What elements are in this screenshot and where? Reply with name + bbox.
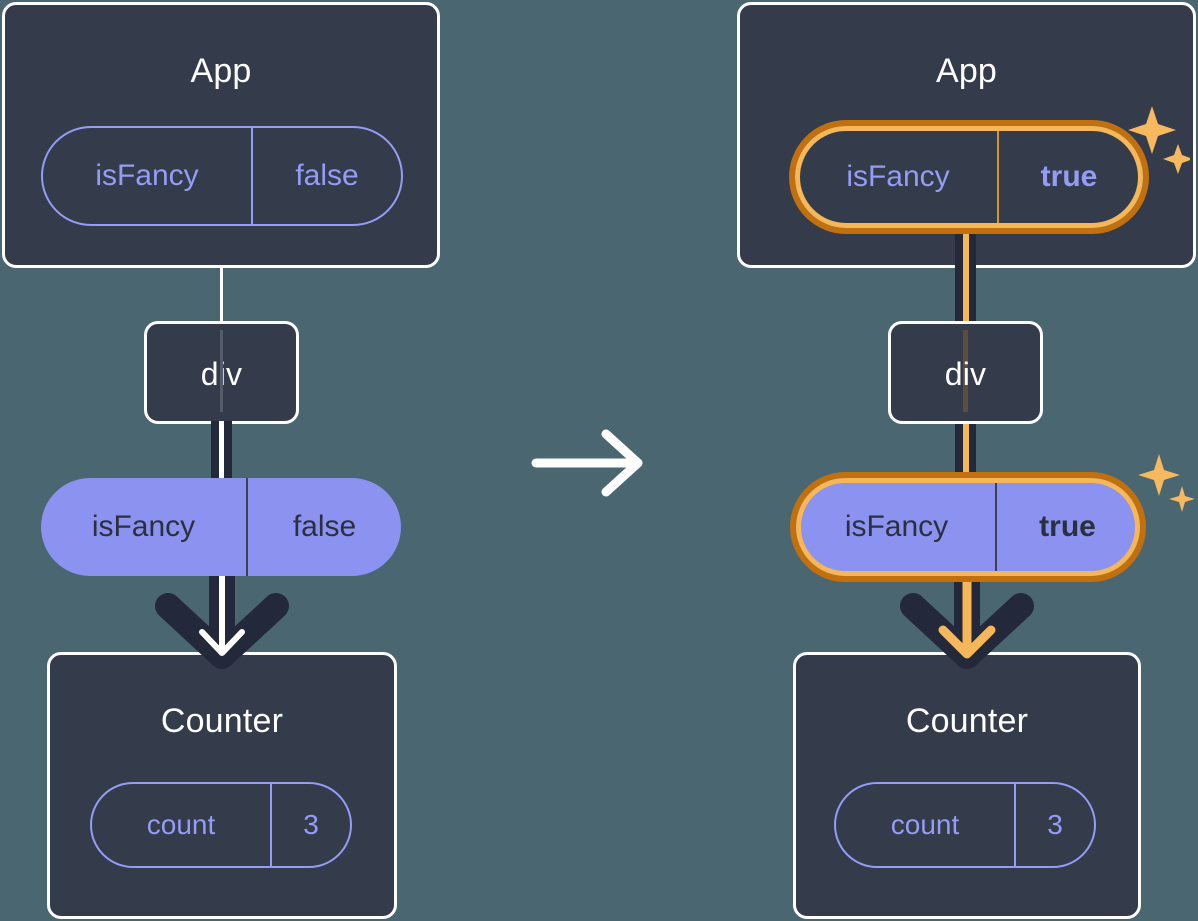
right-app-prop-value: true (1040, 160, 1098, 193)
right-connector-app-div-inner (963, 210, 969, 328)
right-counter-state-key: count (836, 784, 1016, 866)
left-connector-app-div (220, 265, 223, 323)
left-div-inner-line (220, 330, 223, 412)
right-app-title: App (935, 52, 998, 90)
right-div-inner-line (963, 330, 968, 412)
right-counter-state-value: 3 (1047, 809, 1063, 840)
right-div-label: div (944, 356, 987, 392)
left-counter-title: Counter (160, 702, 284, 740)
left-app-prop-key: isFancy (43, 128, 253, 224)
right-passed-prop-key: isFancy (798, 480, 997, 574)
right-app-prop-pill: isFancy true (797, 128, 1141, 226)
right-passed-prop-value: true (1039, 510, 1096, 543)
left-app-prop-value: false (295, 159, 359, 192)
left-app-prop-pill: isFancy false (41, 126, 403, 226)
right-counter-title: Counter (905, 702, 1029, 740)
transition-right-arrow-icon (531, 429, 643, 497)
left-arrow-to-counter (155, 560, 289, 669)
right-counter-state-pill: count 3 (834, 782, 1096, 868)
right-passed-prop-pill: isFancy true (798, 480, 1138, 574)
left-counter-state-value: 3 (303, 809, 319, 840)
right-arrow-to-counter (900, 560, 1034, 669)
right-passed-prop-sparkles-icon (1138, 454, 1194, 512)
right-app-prop-key: isFancy (799, 130, 999, 224)
left-app-title: App (190, 52, 252, 90)
right-app-sparkles-icon (1128, 106, 1190, 174)
left-counter-state-key: count (92, 784, 272, 866)
left-passed-prop-key: isFancy (41, 478, 248, 576)
right-connector-div-prop-inner (963, 421, 969, 487)
left-passed-prop-pill: isFancy false (41, 478, 401, 576)
left-connector-div-prop-inner (219, 421, 224, 487)
left-passed-prop-value: false (292, 510, 357, 543)
left-counter-state-pill: count 3 (90, 782, 352, 868)
